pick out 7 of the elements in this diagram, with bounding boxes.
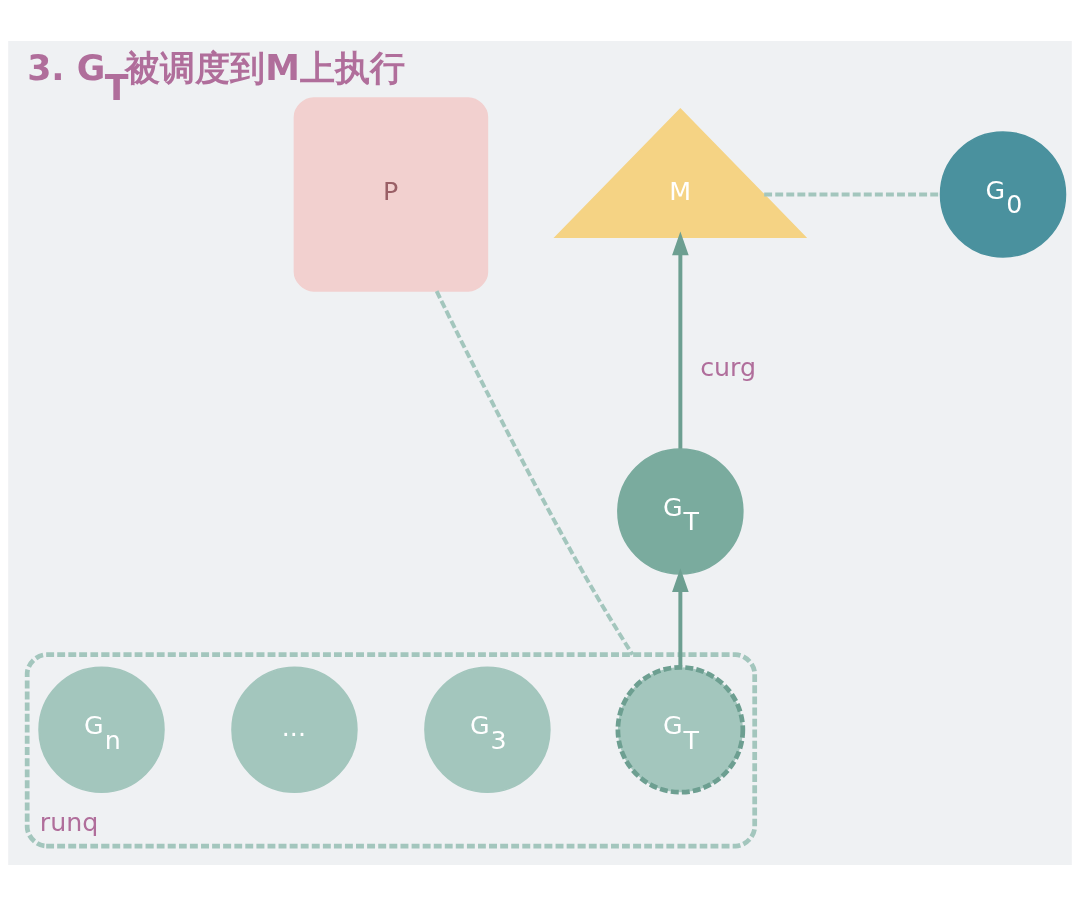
node-box: P xyxy=(293,97,489,292)
arrow xyxy=(672,231,689,449)
connector xyxy=(764,192,941,197)
arrow xyxy=(672,568,689,668)
edge-label: curg xyxy=(700,352,757,382)
connector xyxy=(434,290,635,656)
node-circle: ... xyxy=(231,666,358,794)
